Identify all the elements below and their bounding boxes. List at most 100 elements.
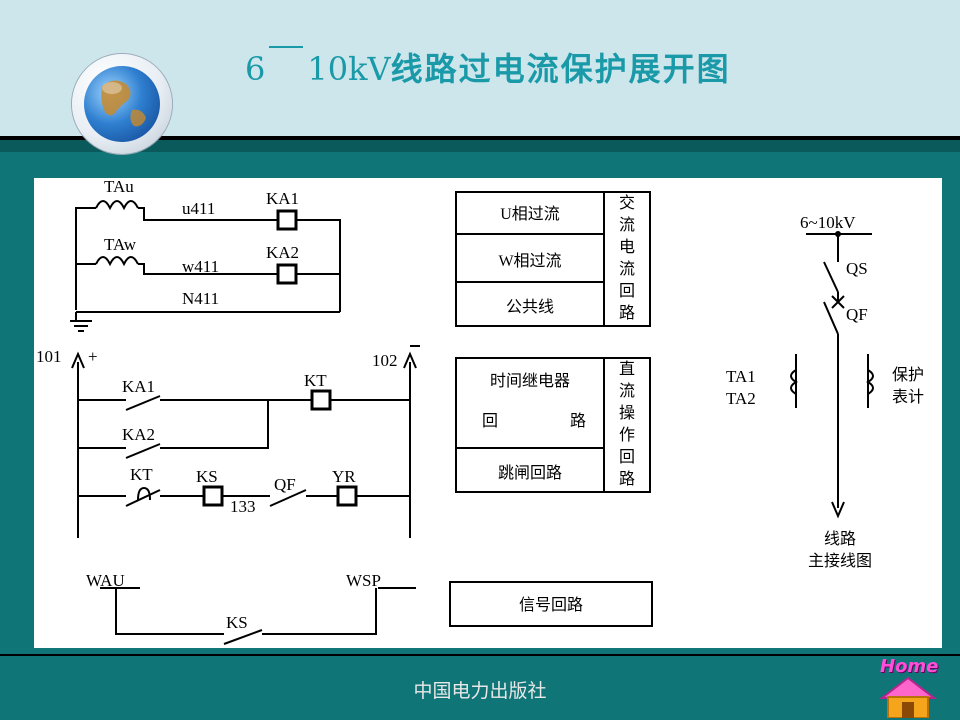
legend-dc-box [455,357,651,493]
label-protect-l1: 保护 [892,366,924,384]
label-ka1-contact: KA1 [122,377,155,396]
ka2-row-right [160,400,269,449]
kt-coil [310,389,332,411]
ka1-coil [276,209,298,231]
label-ta2: TA2 [726,389,756,408]
header-divider [0,136,960,140]
title-text: 线路过电流保护展开图 [390,50,731,88]
wire-return-right [296,219,341,312]
ta1-coil [790,369,798,395]
home-button[interactable]: Home [876,656,940,718]
ground-symbol [70,320,92,332]
label-wau: WAU [86,571,125,590]
wire-u411 [138,207,278,221]
ka2-coil [276,263,298,285]
signal-right [262,588,377,635]
title-prefix: 6 [245,50,266,88]
title-voltage: 10kV [307,50,391,88]
label-bus-101-sign: + [88,347,98,366]
legend-ac-row3: 公共线 [506,298,554,316]
footer-divider [0,654,960,656]
home-label: Home [880,656,939,677]
label-ks-signal: KS [226,613,248,632]
label-bus-101: 101 [36,347,62,366]
legend-ac-side-5: 回 [619,283,635,300]
label-qs: QS [846,259,868,278]
bus-101-arrow [71,351,85,369]
qf-aux-contact [269,489,307,507]
label-yr-coil: YR [332,467,356,486]
legend-dc-side-6: 路 [619,470,635,488]
label-wire-133: 133 [230,497,256,516]
label-ka2-ct: KA2 [266,243,299,262]
ka2-contact [125,443,161,459]
ct-taw-coil [95,256,139,267]
legend-dc-side-3: 操 [619,404,635,422]
signal-left [115,588,224,635]
legend-dc-side-4: 作 [619,426,635,444]
legend-dc-row1-line2b: 路 [570,412,586,430]
ct-ground-wire [75,207,96,310]
legend-ac-side-3: 电 [619,238,635,256]
protection-diagram: TAu u411 KA1 TAw w411 KA2 N411 101 + 102… [36,178,924,645]
legend-signal-box [449,581,653,627]
globe-logo-icon [72,54,172,154]
label-ta1: TA1 [726,367,756,386]
legend-dc-row2: 跳闸回路 [498,464,562,482]
main-line-arrow [831,501,845,519]
label-ka1-ct: KA1 [266,189,299,208]
label-kt-contact: KT [130,465,153,484]
caption-line1: 线路 [824,530,856,548]
ta-protect-coil [866,369,874,395]
legend-ac-grid [456,192,605,326]
kt-delay-contact [125,489,161,507]
ks-signal-contact [223,629,263,645]
bus-junction [835,231,841,237]
legend-ac-box [455,191,651,327]
label-qf-main: QF [846,305,868,324]
label-qf-contact: QF [274,475,296,494]
legend-ac-side-6: 路 [619,304,635,322]
house-icon [879,676,937,718]
label-tau: TAu [104,178,134,196]
legend-dc-side-2: 流 [619,382,635,400]
yr-coil [336,485,358,507]
qf-switch [823,301,839,335]
qs-switch [823,261,839,293]
legend-dc-side-5: 回 [619,449,635,466]
header-stripe [0,140,960,152]
diagram-panel: TAu u411 KA1 TAw w411 KA2 N411 101 + 102… [34,178,942,648]
label-n411: N411 [182,289,219,308]
label-bus-102: 102 [372,351,398,370]
label-taw: TAw [104,235,137,254]
legend-dc-grid [456,358,605,492]
ka1-contact [125,395,161,411]
legend-ac-side-1: 交 [619,194,635,212]
caption-line2: 主接线图 [808,552,872,570]
kt-delay-symbol [137,486,151,501]
qf-cross [831,295,845,309]
label-u411: u411 [182,199,215,218]
label-protect-l2: 表计 [892,388,924,406]
ct-tau-coil [95,200,139,211]
bus-102-arrow [403,351,417,369]
legend-signal-label: 信号回路 [519,596,583,614]
legend-ac-row2: W相过流 [498,252,561,270]
legend-dc-row1-line2a: 回 [482,413,498,430]
legend-dc-side-1: 直 [619,360,635,378]
ks-coil [202,485,224,507]
label-wsp: WSP [346,571,381,590]
label-kt-coil: KT [304,371,327,390]
legend-ac-side-2: 流 [619,216,635,234]
label-voltage: 6~10kV [800,213,856,232]
page-title: 6 10kV线路过电流保护展开图 [245,44,731,90]
legend-ac-side-4: 流 [619,260,635,278]
label-w411: w411 [182,257,219,276]
label-ka2-contact: KA2 [122,425,155,444]
legend-dc-row1-line1: 时间继电器 [490,372,570,390]
wire-w411 [138,263,278,275]
legend-ac-row1: U相过流 [500,205,560,223]
label-ks-coil: KS [196,467,218,486]
title-range-dash [265,44,307,64]
publisher-label: 中国电力出版社 [413,680,547,702]
